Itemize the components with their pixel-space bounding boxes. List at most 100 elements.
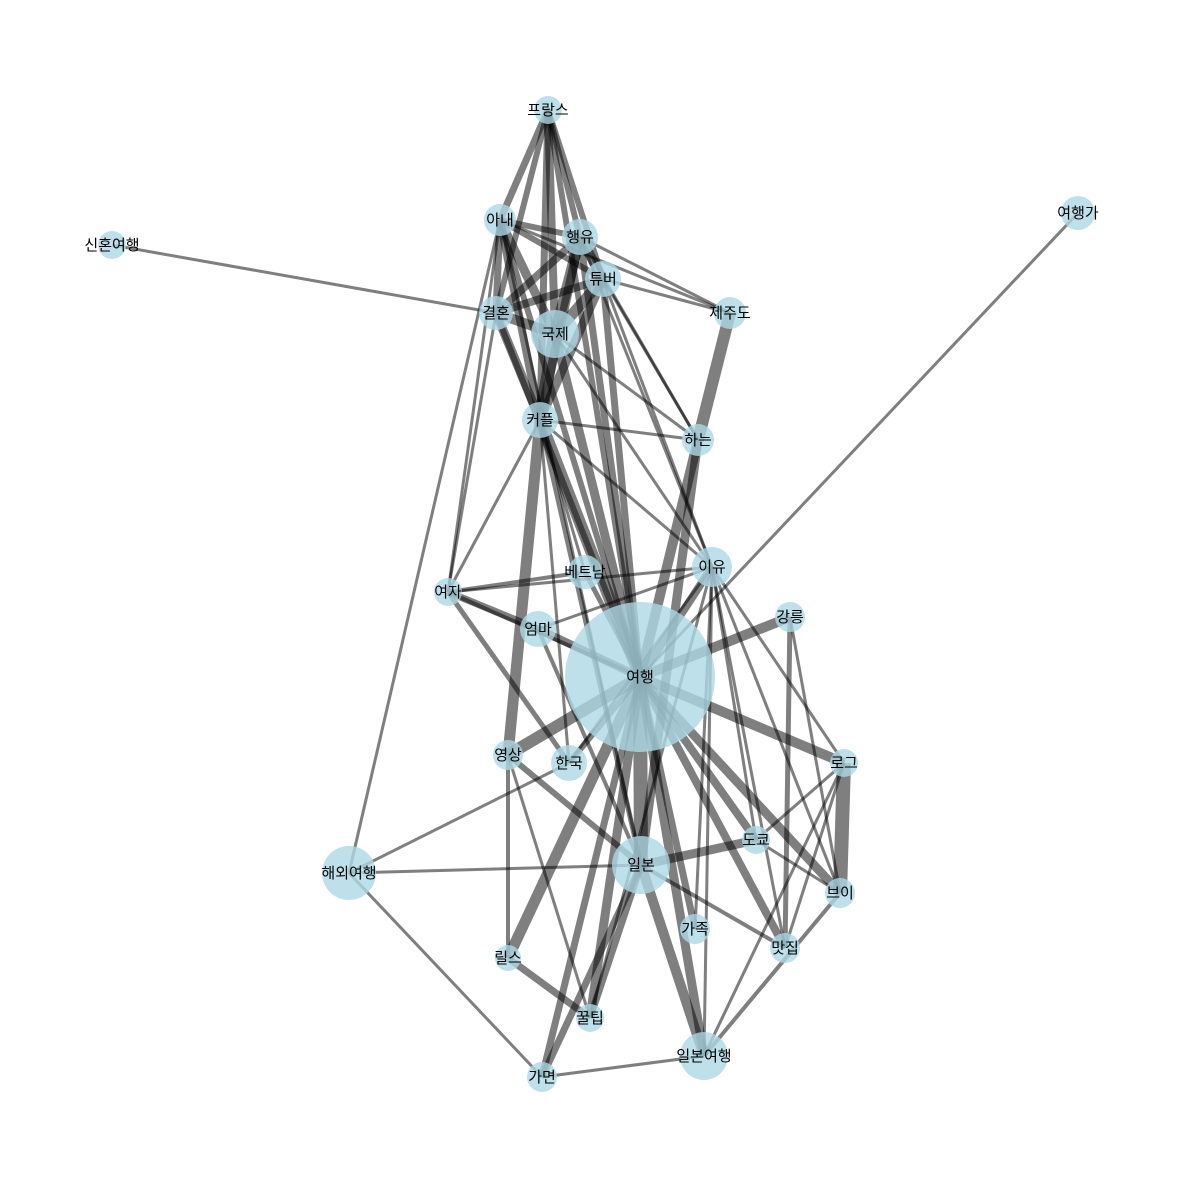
- node-행유: [562, 219, 598, 255]
- node-label-커플: 커플: [526, 411, 554, 429]
- node-여행가: [1061, 196, 1095, 230]
- node-label-영상: 영상: [494, 746, 522, 764]
- node-커플: [522, 402, 558, 438]
- node-강릉: [775, 602, 805, 632]
- node-아내: [484, 204, 516, 236]
- edge-이유-로그: [710, 566, 846, 764]
- node-label-엄마: 엄마: [524, 620, 552, 638]
- node-label-국제: 국제: [541, 325, 569, 343]
- node-도쿄: [742, 826, 770, 854]
- node-한국: [551, 745, 587, 781]
- edge-브이-도쿄: [755, 838, 841, 895]
- node-일본: [612, 836, 670, 894]
- node-일본여행: [680, 1032, 728, 1080]
- edge-커플-한국: [538, 419, 571, 764]
- node-맛집: [770, 933, 800, 963]
- edge-제주도-하는: [692, 311, 736, 442]
- edge-여행가-여행: [638, 211, 1080, 679]
- edge-일본-해외여행: [348, 863, 642, 875]
- edge-로그-맛집: [783, 762, 846, 949]
- node-베트남: [568, 555, 602, 589]
- node-label-아내: 아내: [486, 211, 514, 229]
- node-label-여자: 여자: [434, 583, 462, 601]
- node-여행: [565, 602, 715, 752]
- edge-브이-강릉: [788, 616, 842, 894]
- edge-행유-제주도: [579, 235, 731, 315]
- node-label-이유: 이유: [698, 558, 726, 576]
- node-label-신혼여행: 신혼여행: [84, 236, 139, 254]
- node-label-도쿄: 도쿄: [742, 831, 770, 849]
- node-꿀팁: [576, 1004, 604, 1032]
- edge-아내-일본: [498, 219, 643, 866]
- node-결혼: [479, 296, 513, 330]
- edge-튜버-제주도: [602, 277, 731, 315]
- edge-이유-맛집: [710, 566, 787, 949]
- edge-결혼-신혼여행: [111, 243, 497, 315]
- edge-여자-커플: [446, 419, 542, 593]
- graph-edges: [111, 108, 1080, 1079]
- edge-아내-해외여행: [347, 219, 502, 874]
- node-가면: [527, 1062, 557, 1092]
- node-label-결혼: 결혼: [482, 304, 510, 322]
- node-label-제주도: 제주도: [709, 304, 751, 322]
- node-브이: [825, 878, 855, 908]
- edge-튜버-프랑스: [545, 109, 606, 280]
- edge-로그-일본여행: [702, 762, 846, 1057]
- edge-결혼-프랑스: [493, 109, 551, 314]
- node-하는: [682, 424, 714, 456]
- edge-여자-결혼: [446, 312, 498, 593]
- node-label-꿀팁: 꿀팁: [576, 1009, 604, 1027]
- node-label-로그: 로그: [830, 754, 858, 772]
- node-튜버: [585, 261, 621, 297]
- node-가족: [680, 914, 710, 944]
- edge-이유-커플: [539, 418, 713, 569]
- edge-엄마-일본: [536, 628, 643, 866]
- node-label-하는: 하는: [684, 431, 712, 449]
- edge-해외여행-한국: [348, 761, 570, 875]
- node-label-행유: 행유: [566, 228, 594, 246]
- node-프랑스: [534, 96, 562, 124]
- edge-강릉-맛집: [782, 616, 793, 949]
- node-label-여행: 여행: [626, 668, 654, 686]
- edge-하는-국제: [554, 332, 699, 442]
- node-영상: [493, 740, 523, 770]
- node-label-일본: 일본: [627, 856, 655, 874]
- edge-로그-도쿄: [755, 761, 845, 842]
- edge-브이-일본여행: [702, 891, 842, 1058]
- edge-여자-아내: [446, 219, 502, 593]
- edge-영상-꿀팁: [506, 754, 592, 1019]
- node-label-프랑스: 프랑스: [527, 101, 569, 119]
- node-label-튜버: 튜버: [589, 270, 617, 288]
- node-label-맛집: 맛집: [771, 939, 799, 957]
- node-label-가족: 가족: [681, 920, 709, 938]
- edge-결혼-행유: [493, 234, 583, 316]
- node-label-릴스: 릴스: [494, 949, 522, 967]
- edge-일본-가면: [538, 863, 645, 1079]
- node-label-여행가: 여행가: [1057, 204, 1099, 222]
- edge-이유-일본여행: [702, 566, 714, 1057]
- edge-이유-가족: [693, 566, 714, 930]
- edge-가면-일본여행: [541, 1054, 705, 1079]
- node-여자: [434, 578, 462, 606]
- node-label-한국: 한국: [555, 754, 583, 772]
- edge-여자-한국: [445, 590, 572, 765]
- edge-커플-영상: [502, 419, 546, 756]
- node-엄마: [520, 611, 556, 647]
- node-label-베트남: 베트남: [564, 563, 606, 581]
- edge-결혼-튜버: [494, 275, 605, 317]
- node-릴스: [495, 945, 521, 971]
- edge-이유-엄마: [537, 565, 713, 631]
- edge-아내-튜버: [498, 217, 605, 282]
- edge-아내-프랑스: [496, 108, 552, 222]
- node-label-가면: 가면: [528, 1068, 556, 1086]
- node-label-브이: 브이: [826, 884, 854, 902]
- edge-로그-브이: [833, 762, 851, 894]
- edge-릴스-꿀팁: [505, 955, 593, 1021]
- node-label-일본여행: 일본여행: [676, 1047, 731, 1065]
- node-로그: [830, 749, 858, 777]
- node-label-강릉: 강릉: [776, 608, 804, 626]
- node-국제: [531, 310, 579, 358]
- node-이유: [692, 547, 732, 587]
